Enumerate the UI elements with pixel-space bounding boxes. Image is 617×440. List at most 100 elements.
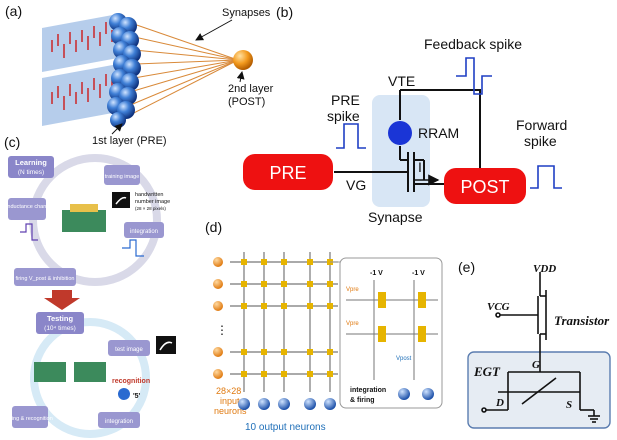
test-step-image: test image xyxy=(115,347,143,353)
panel-d-label: (d) xyxy=(205,219,222,235)
handwritten-label-line3: (28 × 28 pixels) xyxy=(135,206,166,211)
drain-label: D xyxy=(495,397,504,409)
learning-title-line1: Learning xyxy=(15,158,47,167)
input-ellipsis: ⋮ xyxy=(216,323,228,337)
pre-neuron-balls xyxy=(107,13,141,128)
layer2-label-line1: 2nd layer xyxy=(228,83,274,95)
output-neurons-label: 10 output neurons xyxy=(245,422,326,433)
step-conductance: conductance change xyxy=(2,204,53,210)
layer2-arrow xyxy=(236,71,245,83)
transistor-label: Transistor xyxy=(554,313,610,328)
pre-spike-label-line1: PRE xyxy=(331,92,360,108)
learning-title-line2: (N times) xyxy=(18,169,44,176)
panel-e: (e) VDD VCG Transis xyxy=(458,259,611,429)
conductance-waveform xyxy=(20,223,38,241)
layer1-label: 1st layer (PRE) xyxy=(92,135,167,147)
egt-label: EGT xyxy=(473,364,501,379)
post-neuron-label: POST xyxy=(460,177,509,197)
handwritten-digit-image xyxy=(112,192,130,208)
input-neurons-line2: input xyxy=(220,396,240,406)
panel-e-label: (e) xyxy=(458,259,475,275)
test-step-integration: integration xyxy=(105,419,133,425)
inset-integration: integration xyxy=(350,387,386,394)
vte-label: VTE xyxy=(388,73,415,89)
step-firing: firing V_post & inhibition xyxy=(15,276,74,282)
test-integration-box xyxy=(98,412,140,428)
source-label: S xyxy=(566,399,572,411)
post-neuron-ball xyxy=(233,50,253,70)
test-step-firing: firing & recognition xyxy=(7,416,53,422)
panel-b-label: (b) xyxy=(276,4,293,20)
current-label: I xyxy=(418,159,422,175)
step-training-image-box xyxy=(104,165,140,185)
learning-title-box xyxy=(8,156,54,178)
synapse-label: Synapse xyxy=(368,209,423,225)
learning-device xyxy=(62,210,106,232)
vcg-label: VCG xyxy=(487,301,510,313)
panel-c-label: (c) xyxy=(4,134,20,150)
step-firing-box xyxy=(14,268,76,286)
synapses-arrow xyxy=(195,19,233,41)
output-neurons xyxy=(238,398,336,410)
inset-output-neuron-2 xyxy=(422,388,434,400)
rram-element xyxy=(388,121,412,145)
step-training-image: training image xyxy=(105,174,140,180)
input-neurons xyxy=(213,257,223,379)
step-conductance-box xyxy=(8,198,46,220)
inset-output-neuron-1 xyxy=(398,388,410,400)
pre-neuron-label: PRE xyxy=(269,163,306,183)
feedback-spike-waveform xyxy=(456,57,492,95)
gate-label: G xyxy=(532,359,540,371)
pre-layer-plate-top xyxy=(42,14,118,72)
testing-title-line2: (10⁴ times) xyxy=(44,325,76,332)
zoom-inset xyxy=(339,257,443,409)
recognition-label: recognition xyxy=(112,378,150,385)
test-digit-image xyxy=(156,336,176,354)
step-integration: integration xyxy=(130,229,158,235)
input-neurons-line3: neurons xyxy=(214,406,247,416)
step-integration-box xyxy=(124,222,164,238)
handwritten-label-line2: number image xyxy=(135,199,170,205)
forward-spike-waveform xyxy=(530,165,562,189)
testing-device-b xyxy=(74,362,106,382)
forward-spike-label-line2: spike xyxy=(524,133,557,149)
pre-neuron xyxy=(243,154,333,190)
synapses-label: Synapses xyxy=(222,7,271,19)
input-neurons-line1: 28×28 xyxy=(216,386,241,396)
layer2-label-line2: (POST) xyxy=(228,96,265,108)
panel-a: (a) xyxy=(5,3,274,147)
inset-transistors xyxy=(378,292,426,342)
panel-b: (b) PRE POST Feedback spike PRE spi xyxy=(243,4,567,225)
digit-stroke xyxy=(115,196,127,205)
forward-spike-label-line1: Forward xyxy=(516,117,567,133)
inset-firing: & firing xyxy=(350,397,375,404)
testing-title-line1: Testing xyxy=(47,314,74,323)
pre-spike-label-line2: spike xyxy=(327,108,360,124)
layer1-arrow xyxy=(111,123,123,135)
vdd-label: VDD xyxy=(533,263,556,275)
inset-voltage-2: -1 V xyxy=(412,270,425,277)
vg-label: VG xyxy=(346,177,366,193)
testing-device-a xyxy=(34,362,66,382)
rram-label: RRAM xyxy=(418,125,459,141)
inset-voltage-1: -1 V xyxy=(370,270,383,277)
panel-a-label: (a) xyxy=(5,3,22,19)
inset-vpre-1: Vpre xyxy=(346,287,359,293)
feedback-spike-label: Feedback spike xyxy=(424,36,522,52)
test-image-box xyxy=(108,340,150,356)
synapse-lines xyxy=(123,21,239,119)
panel-c: (c) Learning (N times) training image ha… xyxy=(2,134,176,438)
test-firing-box xyxy=(12,406,48,428)
learning-device-top xyxy=(70,204,98,212)
recognition-neuron xyxy=(118,388,130,400)
inset-vpost: Vpost xyxy=(396,356,412,362)
panel-d: (d) ⋮ 28×28 input ne xyxy=(205,219,443,433)
learning-to-testing-arrow xyxy=(44,290,80,310)
transistor-circuit xyxy=(481,272,600,423)
pre-layer-plate-bottom xyxy=(42,64,118,126)
inset-vpre-2: Vpre xyxy=(346,321,359,327)
handwritten-label-line1: handwritten xyxy=(135,192,163,198)
test-digit-stroke xyxy=(159,341,173,351)
post-neuron xyxy=(444,168,526,204)
recognition-digit: '5' xyxy=(133,393,141,400)
